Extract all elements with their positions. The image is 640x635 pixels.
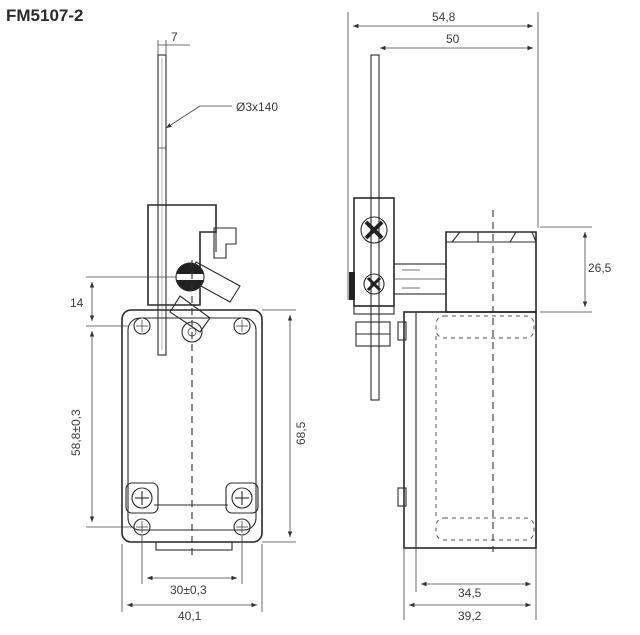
dim-mount-width: 30±0,3 — [141, 536, 243, 597]
rod-width-label: 7 — [171, 30, 178, 44]
total-width-label: 54,8 — [432, 10, 456, 24]
dim-body-height: 68,5 — [262, 309, 308, 543]
dim-base-depth: 39,2 — [403, 548, 531, 623]
switch-body-side — [397, 311, 537, 549]
rod-spec-label: Ø3x140 — [236, 100, 278, 114]
body-height-label: 68,5 — [294, 421, 308, 445]
dim-head-height: 26,5 — [540, 226, 612, 313]
dim-rod-to-back: 50 — [380, 32, 533, 51]
dim-total-width: 54,8 — [347, 10, 539, 300]
front-view: 7 Ø3x140 14 58,8±0,3 68,5 30± — [69, 30, 308, 623]
mount-height-label: 58,8±0,3 — [69, 409, 83, 456]
side-cross-screw-icon — [360, 216, 388, 244]
body-depth-label: 34,5 — [458, 586, 482, 600]
diagram-title: FM5107-2 — [6, 6, 84, 25]
offset-top-label: 14 — [70, 296, 84, 310]
dim-offset-top: 14 — [70, 276, 176, 327]
dim-body-depth: 34,5 — [415, 548, 537, 620]
mount-width-label: 30±0,3 — [170, 583, 207, 597]
side-small-screw-icon — [363, 273, 385, 295]
dim-mount-height: 58,8±0,3 — [69, 331, 134, 528]
dim-body-width: 40,1 — [121, 544, 263, 623]
side-top-cap — [445, 231, 537, 313]
body-width-label: 40,1 — [178, 609, 202, 623]
dim-rod-spec: Ø3x140 — [165, 100, 278, 129]
side-view: 54,8 50 26,5 34,5 39,2 — [347, 10, 612, 623]
base-depth-label: 39,2 — [458, 609, 482, 623]
head-height-label: 26,5 — [588, 261, 612, 275]
dim-rod-width: 7 — [157, 30, 190, 55]
head-screw-icon — [175, 262, 205, 292]
rod-to-back-label: 50 — [446, 32, 460, 46]
